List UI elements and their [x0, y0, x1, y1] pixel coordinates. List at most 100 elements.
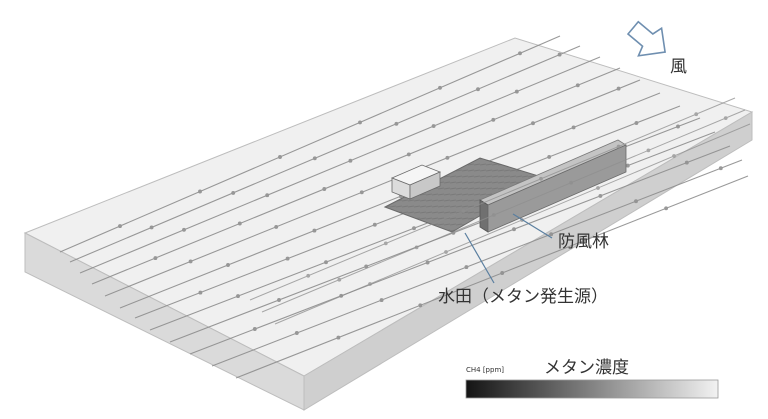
streamline-marker — [312, 228, 317, 233]
streamline-marker — [418, 303, 423, 308]
streamline-marker — [182, 227, 186, 232]
streamline — [249, 97, 736, 301]
streamline-marker — [718, 166, 723, 171]
streamline-marker — [383, 241, 388, 246]
streamline — [261, 109, 746, 313]
streamline-marker — [514, 89, 519, 94]
streamline-marker — [664, 206, 669, 211]
streamline-marker — [557, 52, 562, 57]
streamline-marker — [153, 256, 158, 261]
streamline-marker — [265, 193, 270, 198]
streamline — [79, 56, 601, 274]
streamline-marker — [394, 121, 399, 126]
streamline-marker — [278, 155, 282, 159]
streamline — [69, 45, 581, 263]
streamline-marker — [412, 226, 416, 231]
windbreak-front — [479, 199, 489, 233]
streamline-marker — [237, 221, 242, 226]
streamline-marker — [312, 156, 317, 161]
streamline-marker — [549, 232, 554, 237]
streamline-marker — [512, 227, 516, 232]
streamline — [235, 175, 749, 379]
streamline-marker — [616, 86, 621, 91]
streamline-marker — [322, 187, 327, 191]
streamline-marker — [684, 160, 689, 165]
streamline-marker — [598, 193, 603, 198]
streamline-marker — [518, 51, 522, 56]
streamline-marker — [252, 327, 257, 331]
colorbar-unit-label: CH4 [ppm] — [466, 366, 504, 374]
streamline-marker — [118, 224, 122, 229]
streamline-marker — [348, 158, 353, 163]
streamline-marker — [285, 256, 290, 261]
streamline-marker — [198, 290, 203, 295]
streamline-marker — [464, 265, 469, 270]
streamline-marker — [425, 260, 430, 265]
streamline-marker — [431, 124, 436, 129]
paddy-label: 水田（メタン発生源） — [438, 287, 608, 307]
streamline-marker — [445, 155, 450, 160]
streamline-marker — [324, 260, 328, 265]
streamline — [211, 159, 743, 367]
streamline-marker — [646, 148, 651, 153]
streamline-marker — [198, 189, 202, 194]
streamline-marker — [406, 152, 411, 157]
streamline — [59, 35, 561, 253]
streamline-marker — [274, 224, 279, 229]
streamline-marker — [569, 180, 573, 185]
streamline-marker — [359, 190, 364, 195]
streamline-marker — [672, 154, 676, 158]
streamline-marker — [694, 112, 699, 117]
streamline-marker — [188, 259, 193, 264]
streamline-marker — [372, 222, 377, 227]
streamline-marker — [461, 209, 466, 214]
streamline-marker — [444, 250, 448, 254]
streamline-marker — [379, 298, 384, 303]
streamline-marker — [277, 298, 281, 302]
streamline-marker — [634, 121, 639, 125]
colorbar-title: メタン濃度 — [544, 358, 629, 378]
streamline-marker — [368, 282, 372, 286]
streamline-marker — [364, 264, 369, 269]
streamline-marker — [491, 117, 496, 122]
streamline — [189, 145, 731, 355]
streamline-marker — [531, 121, 535, 126]
colorbar — [465, 379, 719, 399]
streamline-marker — [231, 190, 236, 195]
streamline-marker — [337, 277, 342, 282]
streamline-marker — [575, 83, 580, 88]
streamline-marker — [149, 225, 154, 230]
streamline-marker — [547, 154, 552, 159]
streamline-marker — [625, 163, 630, 168]
streamline — [274, 123, 751, 325]
streamline-marker — [723, 116, 728, 120]
streamline — [91, 67, 621, 285]
streamline-marker — [306, 273, 311, 278]
streamline-marker — [582, 238, 587, 243]
streamline-marker — [539, 176, 543, 181]
paddy-leader-line — [464, 232, 495, 284]
streamline-marker — [571, 125, 576, 130]
windbreak-label: 防風林 — [558, 232, 609, 252]
building-side — [409, 171, 441, 200]
streamline — [119, 92, 661, 309]
streamline-marker — [414, 245, 419, 250]
streamline-marker — [491, 213, 496, 217]
ground-right-side — [303, 111, 753, 411]
streamline-marker — [438, 85, 442, 90]
streamline-marker — [616, 144, 621, 149]
wind-label: 風 — [670, 57, 687, 77]
streamline-marker — [236, 294, 240, 299]
streamline-marker — [676, 124, 680, 129]
streamline-marker — [294, 331, 299, 335]
streamline — [104, 79, 641, 297]
streamline-marker — [226, 263, 230, 267]
streamline-marker — [336, 335, 341, 340]
streamline-marker — [634, 199, 638, 204]
hollow-arrow-icon — [626, 20, 666, 57]
streamline-marker — [358, 120, 362, 125]
windbreak-leader-line — [512, 213, 553, 239]
streamline-marker — [476, 87, 480, 92]
streamline-marker — [500, 271, 505, 275]
